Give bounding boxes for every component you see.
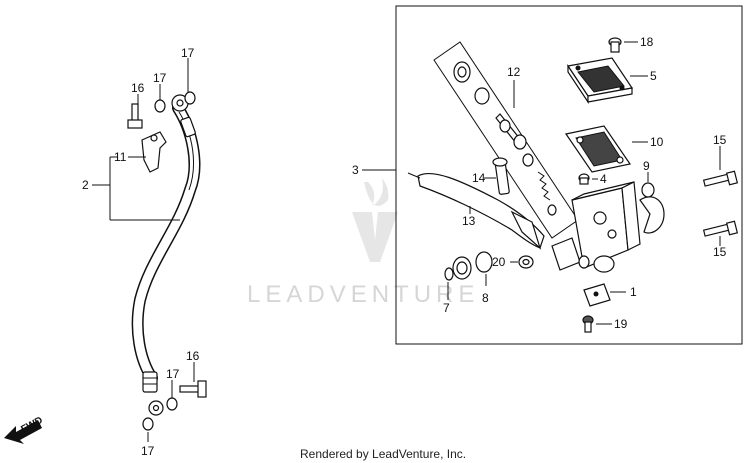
mounting-bolt-upper (702, 170, 739, 187)
hose-clamp (141, 131, 167, 173)
watermark-logo (352, 178, 398, 262)
brake-lever-pivot (510, 210, 542, 250)
callout-17: 17 (166, 367, 180, 381)
lever-pivot-bolt (492, 157, 510, 195)
hose-lower-fitting (142, 371, 164, 416)
callout-5: 5 (650, 69, 657, 83)
dust-boot (444, 256, 472, 281)
callout-16: 16 (186, 349, 200, 363)
reservoir-diaphragm (564, 125, 632, 173)
reservoir-cap (566, 57, 634, 104)
o-ring (475, 251, 493, 273)
piston-kit-parts (453, 61, 557, 216)
callout-13: 13 (462, 214, 476, 228)
lower-banjo-bolt (179, 380, 207, 398)
cap-screw (608, 37, 622, 53)
mounting-bolt-lower (702, 220, 739, 237)
forward-arrow-icon (4, 420, 42, 444)
callout-14: 14 (472, 171, 486, 185)
callout-17: 17 (153, 71, 167, 85)
callout-20: 20 (492, 255, 506, 269)
callout-1: 1 (630, 285, 637, 299)
callout-11: 11 (114, 150, 127, 164)
callout-7: 7 (443, 301, 450, 315)
callout-12: 12 (507, 65, 521, 79)
callout-15: 15 (713, 245, 727, 259)
clamp-holder-top (641, 182, 655, 198)
lower-washer-left (142, 417, 154, 431)
callout-16: 16 (131, 81, 145, 95)
callout-19: 19 (614, 317, 628, 331)
upper-washer-right (184, 91, 196, 105)
upper-banjo-bolt (127, 103, 143, 129)
master-cylinder-body (551, 181, 641, 273)
footer-credit: Rendered by LeadVenture, Inc. (300, 447, 466, 461)
callout-17: 17 (141, 444, 155, 458)
lower-washer-right (166, 397, 178, 411)
cap-nut (518, 255, 534, 269)
brake-switch-screw (582, 315, 594, 333)
lever-screw (578, 173, 590, 185)
callout-9: 9 (643, 159, 650, 173)
callout-3: 3 (352, 163, 359, 177)
brake-switch-bracket (583, 283, 611, 307)
callout-17: 17 (181, 46, 195, 60)
callout-2: 2 (82, 178, 89, 192)
watermark-text: LEADVENTURE (247, 281, 479, 308)
callout-15: 15 (713, 133, 727, 147)
assembly-frame (395, 5, 743, 345)
hose-upper-fitting (171, 94, 196, 138)
clamp-holder (639, 196, 665, 234)
callout-4: 4 (600, 172, 607, 186)
callout-10: 10 (650, 135, 664, 149)
callout-18: 18 (640, 35, 654, 49)
upper-washer-left (154, 99, 166, 113)
callout-8: 8 (482, 291, 489, 305)
